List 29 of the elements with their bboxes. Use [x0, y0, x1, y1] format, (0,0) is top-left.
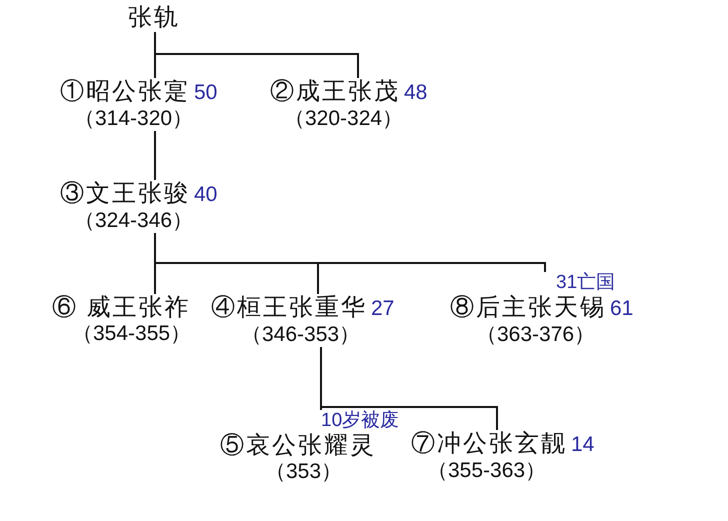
person-name: ④桓王张重华 — [211, 294, 367, 321]
connector-line — [154, 32, 359, 78]
note-text: 10岁被废 — [321, 410, 400, 431]
reign-years: （353） — [265, 460, 342, 483]
age-number: 14 — [571, 433, 594, 456]
reign-years: （314-320） — [74, 107, 194, 130]
reign-years: （354-355） — [72, 322, 192, 345]
reign-years: （355-363） — [427, 459, 546, 482]
age-number: 40 — [194, 183, 218, 206]
person-name: ③文王张骏 — [60, 180, 190, 207]
connector-line — [154, 233, 546, 272]
age-number: 50 — [194, 81, 218, 104]
reign-years: （324-346） — [74, 209, 194, 232]
note-text: 31亡国 — [556, 272, 616, 293]
person-name: ②成王张茂 — [270, 78, 400, 105]
reign-years: （363-376） — [476, 323, 596, 346]
reign-years: （346-353） — [241, 323, 360, 346]
age-number: 27 — [371, 297, 394, 320]
connector-line — [154, 131, 156, 180]
person-name: ⑦冲公张玄靓 — [411, 430, 567, 457]
person-name: ⑤哀公张耀灵 — [220, 432, 376, 459]
reign-years: （320-324） — [284, 107, 404, 130]
person-name: ⑧后主张天锡 — [450, 294, 606, 321]
connector-line — [320, 347, 498, 430]
person-name: ①昭公张寔 — [60, 78, 190, 105]
person-name: ⑥ 威王张祚 — [52, 294, 191, 321]
age-number: 61 — [610, 297, 634, 320]
person-name: 张轨 — [128, 4, 180, 31]
age-number: 48 — [404, 81, 428, 104]
